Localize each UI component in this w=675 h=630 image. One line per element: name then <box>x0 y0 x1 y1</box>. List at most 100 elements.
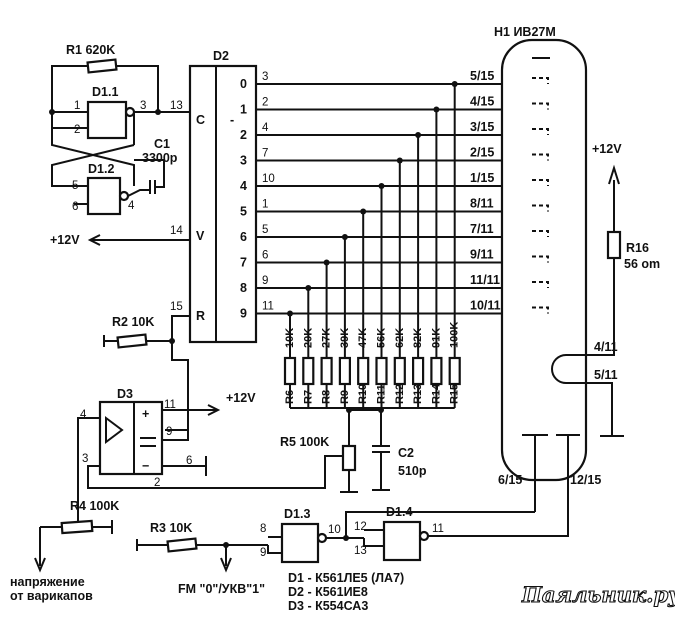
resistor-value-r13: 82K <box>412 328 424 348</box>
d3-equal-mark <box>140 437 156 447</box>
h1-pin-4-11: 4/11 <box>594 340 618 354</box>
d1-1-pin1: 1 <box>74 100 80 112</box>
resistor-r12 <box>393 356 406 386</box>
d1-3-inverter-bubble <box>316 532 328 544</box>
resistor-value-r7: 20K <box>302 328 314 348</box>
h1-segment-4 <box>532 153 549 161</box>
resistor-value-r11: 56K <box>376 328 388 348</box>
junction-dot <box>341 234 348 240</box>
d3-minus: − <box>142 459 149 473</box>
h1-label: H1 ИВ27М <box>494 25 556 39</box>
fm-input-label: FM "0"/УКВ"1" <box>178 582 265 596</box>
d2-output-pin-11: 11 <box>262 301 274 313</box>
d2-output-7: 7 <box>240 256 247 270</box>
d3-pin11: 11 <box>164 399 176 411</box>
d1-4-inverter-bubble <box>418 530 430 542</box>
h1-body <box>500 38 588 482</box>
d2-output-pin-9: 9 <box>262 275 268 287</box>
d3-pin9: 9 <box>166 426 172 438</box>
h1-segment-label-4: 2/15 <box>470 146 494 160</box>
resistor-r6 <box>283 356 297 386</box>
junction-dot <box>433 106 440 113</box>
d2-output-pin-4: 4 <box>262 122 269 134</box>
junction-dot <box>287 310 293 317</box>
varicap-note-line2: от варикапов <box>10 589 93 603</box>
d3-pin3: 3 <box>82 453 88 465</box>
h1-segment-label-5: 1/15 <box>470 171 494 185</box>
h1-segment-grid: 5/154/153/152/151/158/117/119/1111/1110/… <box>470 69 549 314</box>
resistor-r9 <box>338 356 351 386</box>
d2-ct-mark: - <box>230 113 234 127</box>
d2-v-label: V <box>196 229 205 243</box>
d1-3-label: D1.3 <box>284 507 310 521</box>
h1-segment-7 <box>532 230 549 237</box>
d1-3-pin10: 10 <box>328 524 341 536</box>
d2-output-0: 0 <box>240 77 247 91</box>
resistor-value-r14: 91K <box>430 328 442 348</box>
gate-d1-3 <box>280 522 320 564</box>
d2-output-pin-7: 7 <box>262 148 268 160</box>
d3-pin2: 2 <box>154 477 160 489</box>
c1-value: 3300p <box>142 151 178 165</box>
d2-output-9: 9 <box>240 307 247 321</box>
r4-varicap: R4 100K напряжение от варикапов <box>10 499 119 603</box>
d3-pin6: 6 <box>186 455 192 467</box>
resistor-r10 <box>357 356 370 386</box>
c2-value: 510p <box>398 464 427 478</box>
c1-label: C1 <box>154 137 170 151</box>
c2-label: C2 <box>398 446 414 460</box>
d1-4-pin11: 11 <box>432 523 444 535</box>
h1-segment-3 <box>532 128 549 135</box>
junction-dot <box>323 259 330 266</box>
d2-output-pin-3: 3 <box>262 71 268 83</box>
r16-label: R16 <box>626 241 649 255</box>
junction-dot <box>451 81 458 87</box>
r16-supply: +12V R16 56 om <box>587 142 660 437</box>
d1-2-pin4: 4 <box>128 200 135 212</box>
junction-dot <box>305 285 312 291</box>
h1-pin-6-15: 6/15 <box>498 473 522 487</box>
d1-3-pin8: 8 <box>260 523 266 535</box>
h1-segment-6 <box>532 204 549 212</box>
junction-dot <box>360 208 367 215</box>
d2-pin15: 15 <box>170 301 183 313</box>
r1-label: R1 620K <box>66 43 115 57</box>
supply-label-d3: +12V <box>226 391 256 405</box>
junction-dot <box>396 157 403 164</box>
d2-output-6: 6 <box>240 230 247 244</box>
junction-dot <box>378 183 385 189</box>
parts-d1: D1 - К561ЛЕ5 (ЛА7) <box>288 571 404 585</box>
d2-pin14: 14 <box>170 225 183 237</box>
supply-label-d2: +12V <box>50 233 80 247</box>
d2-output-5: 5 <box>240 205 247 219</box>
r3-label: R3 10K <box>150 521 192 535</box>
d3-pin4: 4 <box>80 409 87 421</box>
h1-segment-9 <box>532 281 549 288</box>
supply-label-r16: +12V <box>592 142 622 156</box>
resistor-value-r12: 62K <box>394 328 406 348</box>
d1-3-pin9: 9 <box>260 547 266 559</box>
h1-segment-8 <box>532 255 549 263</box>
gate-d1-2 <box>86 176 122 216</box>
h1-segment-label-6: 8/11 <box>470 197 494 211</box>
d2-output-pin-10: 10 <box>262 173 275 185</box>
d2-output-pin-2: 2 <box>262 97 268 109</box>
resistor-value-r10: 47K <box>357 328 369 348</box>
resistor-r13 <box>412 356 425 386</box>
d3-triangle-symbol <box>105 416 124 444</box>
r2-resistor <box>116 333 148 349</box>
h1-segment-1 <box>532 77 549 84</box>
d1-2-inverter-bubble <box>118 190 130 202</box>
counter-output-lines <box>256 81 532 358</box>
d1-4-pin12: 12 <box>354 521 367 533</box>
resistor-r15 <box>448 356 461 386</box>
r4-resistor <box>60 519 94 535</box>
d3-plus: + <box>142 407 149 421</box>
h1-segment-label-2: 4/15 <box>470 95 494 109</box>
resistor-value-r15: 100K <box>449 322 461 348</box>
d2-label: D2 <box>213 49 229 63</box>
